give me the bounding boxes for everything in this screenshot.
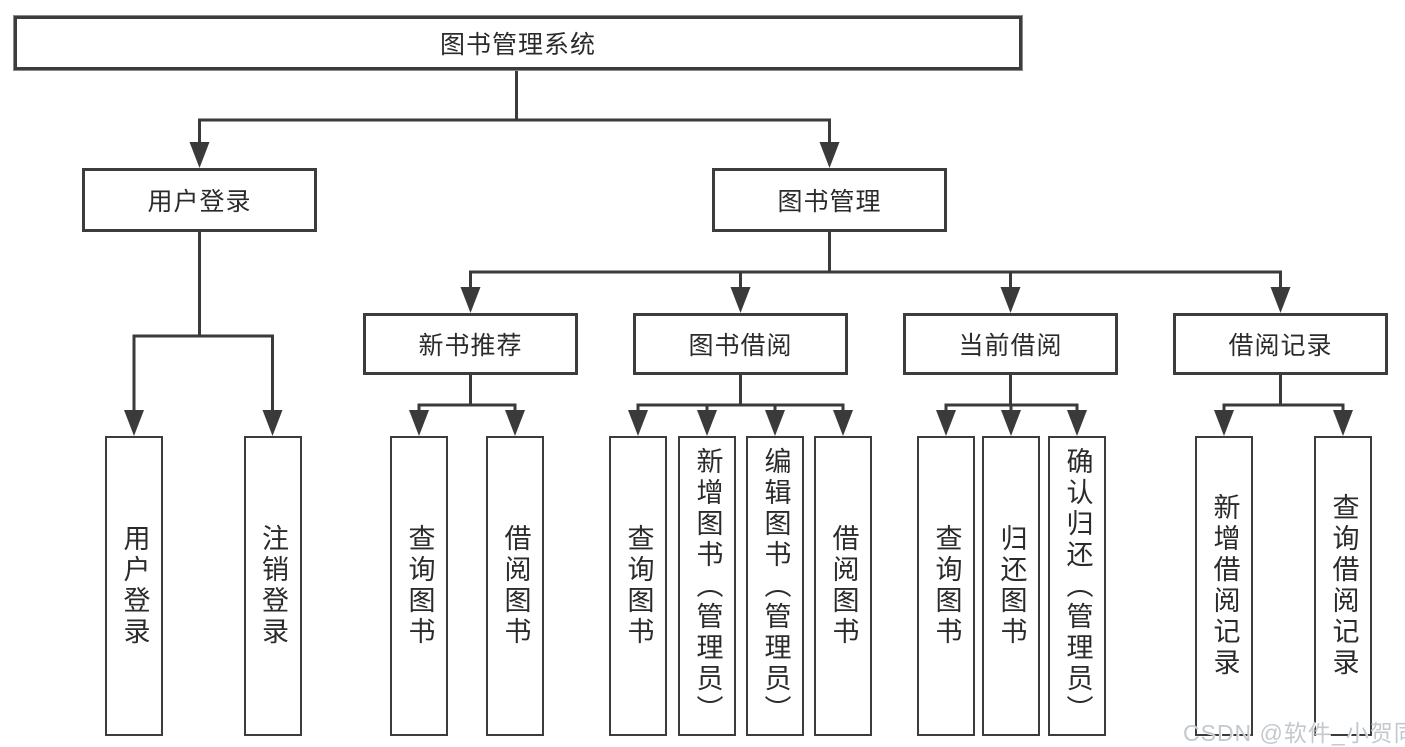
connector-book-borrowing xyxy=(636,373,845,416)
connector-user-login xyxy=(132,230,274,416)
leaf-logout: 注销登录 xyxy=(243,436,302,736)
node-label: 用户登录 xyxy=(147,188,252,216)
node-label: 新书推荐 xyxy=(418,332,523,360)
leaf-borrow-books-1: 借阅图书 xyxy=(486,436,544,736)
leaf-search-books-2: 查询图书 xyxy=(609,436,667,736)
leaf-edit-book-admin: 编辑图书（管理员） xyxy=(746,436,804,736)
leaf-label: 查询图书 xyxy=(931,524,962,648)
connector-root xyxy=(198,70,831,148)
leaf-label: 确认归还（管理员） xyxy=(1062,446,1093,726)
leaf-user-login: 用户登录 xyxy=(105,436,163,736)
leaf-label: 新增借阅记录 xyxy=(1209,493,1240,679)
leaf-label: 借阅图书 xyxy=(828,524,859,648)
node-book-management: 图书管理 xyxy=(712,168,947,232)
node-book-borrowing: 图书借阅 xyxy=(633,313,848,375)
connector-current-borrowing xyxy=(944,373,1079,416)
node-user-login: 用户登录 xyxy=(82,168,317,232)
leaf-new-borrow-record: 新增借阅记录 xyxy=(1195,436,1253,736)
leaf-label: 用户登录 xyxy=(119,524,150,648)
leaf-label: 新增图书（管理员） xyxy=(692,446,723,726)
leaf-borrow-books-2: 借阅图书 xyxy=(814,436,872,736)
leaf-label: 编辑图书（管理员） xyxy=(760,446,791,726)
node-current-borrowing: 当前借阅 xyxy=(903,313,1118,375)
leaf-label: 查询图书 xyxy=(623,524,654,648)
leaf-search-borrow-record: 查询借阅记录 xyxy=(1314,436,1372,736)
node-label: 当前借阅 xyxy=(958,332,1063,360)
connector-new-book-recommendation xyxy=(417,373,517,416)
leaf-add-book-admin: 新增图书（管理员） xyxy=(678,436,736,736)
node-root: 图书管理系统 xyxy=(14,16,1022,70)
node-label: 图书管理系统 xyxy=(439,31,596,59)
leaf-return-books: 归还图书 xyxy=(982,436,1040,736)
leaf-label: 借阅图书 xyxy=(500,524,531,648)
leaf-search-books-1: 查询图书 xyxy=(390,436,448,736)
leaf-label: 查询图书 xyxy=(404,524,435,648)
watermark: CSDN @软件_小贺同学 xyxy=(1183,720,1405,746)
node-label: 借阅记录 xyxy=(1228,332,1333,360)
leaf-confirm-return-admin: 确认归还（管理员） xyxy=(1048,436,1106,736)
connector-borrowing-records xyxy=(1222,373,1345,416)
node-label: 图书借阅 xyxy=(688,332,793,360)
leaf-label: 注销登录 xyxy=(258,524,288,648)
leaf-search-books-3: 查询图书 xyxy=(917,436,975,736)
leaf-label: 查询借阅记录 xyxy=(1328,493,1359,679)
node-new-book-recommendation: 新书推荐 xyxy=(363,313,578,375)
node-label: 图书管理 xyxy=(777,188,882,216)
connector-book-management xyxy=(469,230,1282,293)
arrowheads xyxy=(124,142,1353,436)
leaf-label: 归还图书 xyxy=(996,524,1027,648)
node-borrowing-records: 借阅记录 xyxy=(1173,313,1388,375)
